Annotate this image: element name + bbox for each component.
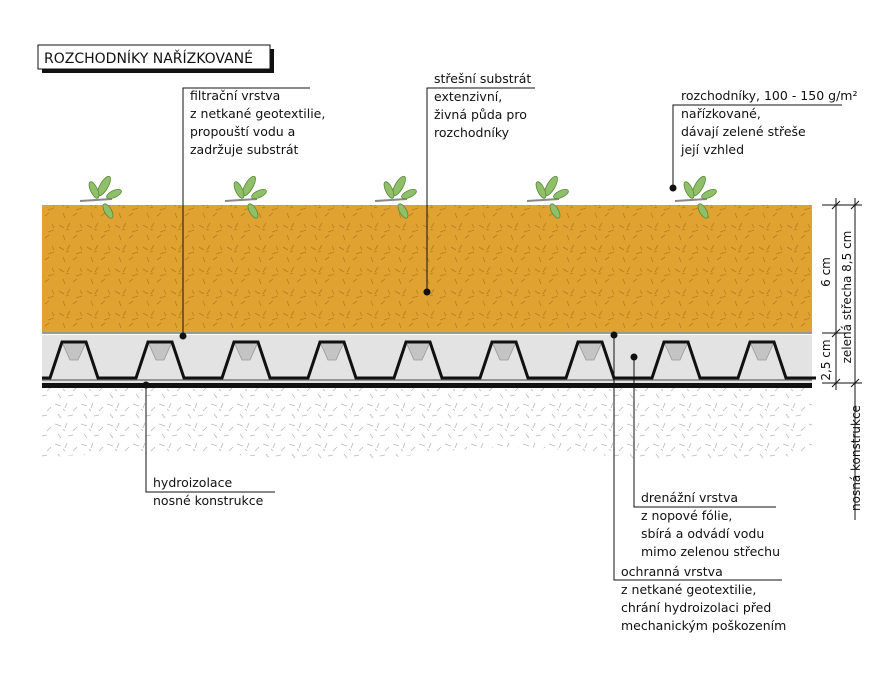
leader-waterproofing	[145, 385, 275, 493]
dim-substrate: 6 cm	[819, 257, 833, 287]
leader-protection	[613, 335, 782, 581]
sedum-plants	[79, 175, 717, 219]
dim-drainage: 2,5 cm	[819, 339, 833, 380]
leader-lines	[145, 87, 842, 581]
waterproofing-layer	[42, 383, 812, 388]
sedum-plant	[79, 175, 122, 219]
structural-base	[42, 388, 812, 462]
label-protection: ochranná vrstva z netkané geotextilie, c…	[621, 564, 786, 633]
leader-filtration	[182, 87, 310, 336]
diagram-title: ROZCHODNÍKY NAŘÍZKOVANÉ	[44, 50, 253, 67]
label-plants: rozchodníky, 100 - 150 g/m² nařízkované,…	[680, 88, 861, 157]
sedum-plant	[374, 175, 417, 219]
leader-plants	[672, 104, 842, 188]
dim-green-roof: zelená střecha 8,5 cm	[840, 231, 854, 364]
dimple-membrane	[42, 340, 816, 380]
sedum-plant	[526, 175, 569, 219]
sedum-plant	[674, 175, 717, 219]
dim-structure: nosná konstrukce	[849, 405, 863, 511]
label-drainage: drenážní vrstva z nopové fólie, sbírá a …	[641, 490, 780, 559]
label-filtration: filtrační vrstva z netkané geotextilie, …	[190, 88, 329, 157]
leader-drainage	[633, 357, 776, 508]
leader-dots	[142, 184, 677, 389]
label-waterproofing: hydroizolace nosné konstrukce	[153, 475, 264, 508]
leader-substrate	[426, 87, 535, 292]
drainage-layer	[42, 335, 816, 383]
dimension-lines	[822, 198, 862, 520]
sedum-plant	[224, 175, 267, 219]
label-substrate: střešní substrát extenzivní, živná půda …	[434, 71, 535, 140]
title-box: ROZCHODNÍKY NAŘÍZKOVANÉ	[37, 44, 274, 73]
